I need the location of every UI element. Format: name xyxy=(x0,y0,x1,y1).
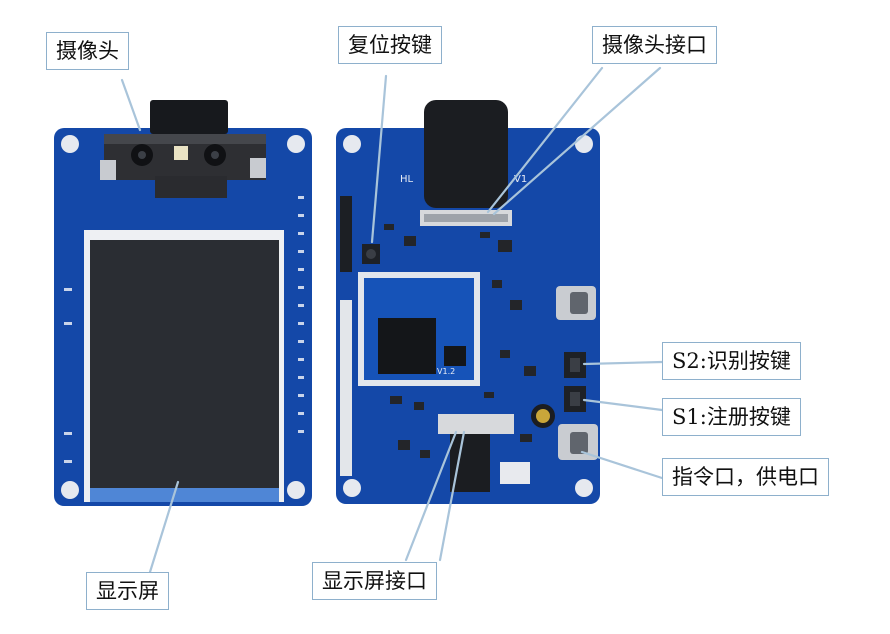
mounting-hole xyxy=(287,135,305,153)
leader-s2 xyxy=(582,360,664,366)
callout-camera: 摄像头 xyxy=(46,32,129,70)
svg-text:HL: HL xyxy=(400,174,414,185)
mounting-hole xyxy=(61,481,79,499)
board-version-label: V1 xyxy=(514,174,527,185)
mounting-hole xyxy=(343,479,361,497)
leader-reset xyxy=(370,74,388,244)
ir-led-icon xyxy=(174,146,188,160)
pin-header xyxy=(340,196,352,476)
callout-s1-button: S1:注册按键 xyxy=(662,398,801,436)
leader-s1 xyxy=(582,398,664,412)
mounting-hole xyxy=(287,481,305,499)
display-flex-cable xyxy=(450,434,490,492)
callout-s2-button: S2:识别按键 xyxy=(662,342,801,380)
display-connector xyxy=(438,414,514,434)
leader-display-connector-2 xyxy=(438,430,466,562)
mounting-hole xyxy=(575,479,593,497)
camera-module xyxy=(100,134,266,198)
camera-ribbon xyxy=(150,100,228,134)
front-silkscreen-marks xyxy=(64,196,304,463)
mcu-version-label: V1.2 xyxy=(437,367,455,376)
mounting-hole xyxy=(61,135,79,153)
front-board xyxy=(54,100,312,506)
mcu-core-board: V1.2 xyxy=(358,272,480,386)
leader-lines xyxy=(120,66,664,574)
leader-camera xyxy=(120,78,142,132)
back-board: HL V1 V1.2 xyxy=(336,100,600,504)
callout-display-connector: 显示屏接口 xyxy=(312,562,437,600)
leader-display-connector xyxy=(404,430,458,562)
leader-display xyxy=(148,480,180,574)
leader-camera-connector xyxy=(486,66,604,214)
lcd-display xyxy=(84,230,284,502)
mounting-hole xyxy=(575,135,593,153)
mounting-hole xyxy=(343,135,361,153)
callout-camera-connector: 摄像头接口 xyxy=(592,26,717,64)
callout-command-power-port: 指令口，供电口 xyxy=(662,458,829,496)
leader-command-port xyxy=(580,450,664,480)
smd-components xyxy=(384,224,536,458)
callout-reset-button: 复位按键 xyxy=(338,26,442,64)
callout-display: 显示屏 xyxy=(86,572,169,610)
leader-camera-connector-2 xyxy=(492,66,662,216)
camera-ribbon-loop xyxy=(424,100,508,208)
